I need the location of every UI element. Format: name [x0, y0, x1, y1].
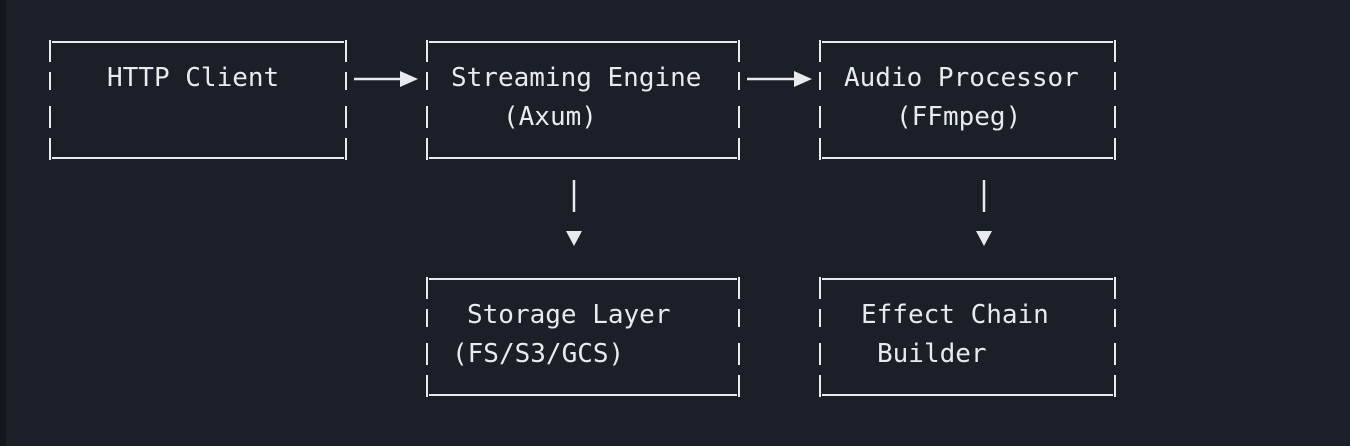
storage-layer-label: Storage Layer — [467, 300, 671, 330]
audio-processor-sublabel: (FFmpeg) — [896, 102, 1022, 132]
storage-layer-box-border — [426, 277, 740, 397]
arrow-engine-to-processor — [747, 71, 812, 87]
effect-chain-builder-sublabel: Builder — [877, 339, 987, 369]
http-client-label: HTTP Client — [107, 63, 280, 93]
storage-layer-sublabel: (FS/S3/GCS) — [452, 339, 625, 369]
streaming-engine-sublabel: (Axum) — [503, 102, 597, 132]
arrow-processor-to-effects — [976, 180, 992, 246]
arrow-http-to-engine — [354, 71, 418, 87]
window-edge — [0, 0, 6, 446]
arrow-engine-to-storage — [566, 180, 582, 246]
streaming-engine-label: Streaming Engine — [451, 63, 702, 93]
effect-chain-builder-box-border — [819, 277, 1116, 397]
audio-processor-box-border — [819, 40, 1116, 160]
http-client-box-border — [49, 40, 347, 160]
effect-chain-builder-label: Effect Chain — [861, 300, 1049, 330]
streaming-engine-box-border — [426, 40, 740, 160]
audio-processor-label: Audio Processor — [844, 63, 1079, 93]
